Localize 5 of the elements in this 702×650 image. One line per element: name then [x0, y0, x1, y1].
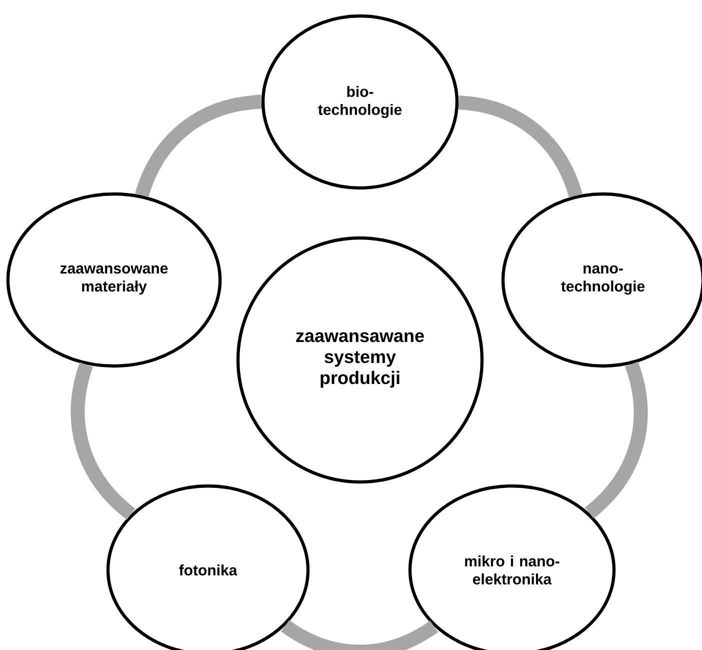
ring-arc [135, 94, 262, 198]
ring-arc [584, 362, 648, 518]
ring-arc [281, 620, 438, 650]
ring-arc [70, 362, 136, 520]
ring-arc [458, 96, 582, 198]
